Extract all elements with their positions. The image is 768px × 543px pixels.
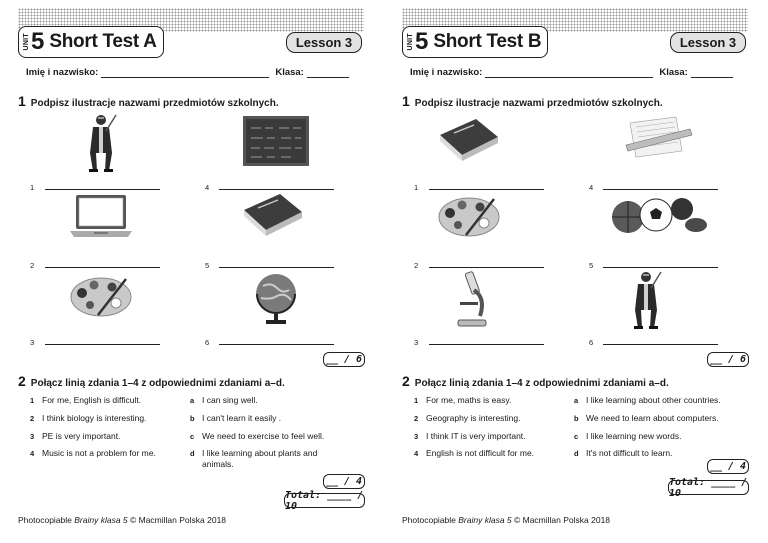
- exercise-2-heading: 2 Połącz linią zdania 1–4 z odpowiednimi…: [402, 373, 669, 389]
- item-number: 1: [414, 183, 419, 192]
- answer-line[interactable]: [45, 344, 160, 345]
- dictionary-book-icon: [440, 119, 498, 161]
- answer-line[interactable]: [429, 344, 544, 345]
- answer-line[interactable]: [429, 189, 544, 190]
- dictionary-book-icon: [244, 194, 302, 236]
- lesson-badge: Lesson 3: [286, 32, 362, 53]
- test-title: Short Test B: [433, 31, 542, 52]
- item-number: 4: [589, 183, 594, 192]
- answer-line[interactable]: [219, 189, 334, 190]
- exercise-1-score-box: __ / 6: [707, 352, 749, 367]
- globe-icon: [256, 274, 296, 324]
- class-field[interactable]: [690, 67, 733, 78]
- item-number: 5: [205, 261, 210, 270]
- test-a-page: UNIT 5 Short Test A Lesson 3 Imię i nazw…: [18, 8, 366, 525]
- item-number: 6: [589, 338, 594, 347]
- exercise-title: Połącz linią zdania 1–4 z odpowiednimi z…: [30, 378, 285, 389]
- answer-line[interactable]: [45, 189, 160, 190]
- class-label: Klasa:: [275, 67, 304, 78]
- copyright-footer: Photocopiable Brainy klasa 5 © Macmillan…: [18, 515, 227, 525]
- name-label: Imię i nazwisko:: [26, 67, 99, 78]
- laptop-icon: [70, 195, 132, 237]
- name-row: Imię i nazwisko: Klasa:: [410, 67, 750, 78]
- name-field[interactable]: [485, 67, 654, 78]
- exercise-number: 1: [18, 93, 26, 109]
- exercise-title: Podpisz ilustracje nazwami przedmiotów s…: [414, 98, 663, 109]
- unit-label: UNIT: [407, 33, 414, 51]
- unit-number: 5: [415, 28, 429, 55]
- answer-line[interactable]: [219, 267, 334, 268]
- item-number: 1: [30, 183, 35, 192]
- exercise-number: 1: [402, 93, 410, 109]
- total-score-box: Total: ____ / 10: [284, 489, 365, 512]
- name-row: Imię i nazwisko: Klasa:: [26, 67, 366, 78]
- total-score-box: Total: ____ / 10: [668, 476, 749, 499]
- class-label: Klasa:: [659, 67, 688, 78]
- knight-icon: [89, 114, 117, 172]
- class-field[interactable]: [306, 67, 349, 78]
- exercise-2-score-box: __ / 4: [323, 474, 365, 489]
- item-number: 3: [30, 338, 35, 347]
- exercise-1-heading: 1 Podpisz ilustracje nazwami przedmiotów…: [18, 93, 279, 109]
- answer-line[interactable]: [219, 344, 334, 345]
- exercise-number: 2: [18, 373, 26, 389]
- answer-line[interactable]: [603, 189, 718, 190]
- name-field[interactable]: [101, 67, 270, 78]
- test-title-box: UNIT 5 Short Test A: [18, 26, 164, 58]
- paint-palette-icon: [70, 277, 132, 317]
- item-number: 4: [205, 183, 210, 192]
- unit-label: UNIT: [23, 33, 30, 51]
- paint-palette-icon: [438, 197, 500, 237]
- exercise-2-score-box: __ / 4: [707, 459, 749, 474]
- answer-line[interactable]: [45, 267, 160, 268]
- ruler-paper-icon: [625, 116, 693, 158]
- copyright-footer: Photocopiable Brainy klasa 5 © Macmillan…: [402, 515, 611, 525]
- answer-line[interactable]: [603, 267, 718, 268]
- test-b-page: UNIT 5 Short Test B Lesson 3 Imię i nazw…: [384, 0, 768, 543]
- blackboard-icon: [243, 116, 309, 166]
- exercise-1-heading: 1 Podpisz ilustracje nazwami przedmiotów…: [402, 93, 663, 109]
- exercise-1-score-box: __ / 6: [323, 352, 365, 367]
- exercise-2-heading: 2 Połącz linią zdania 1–4 z odpowiednimi…: [18, 373, 285, 389]
- item-number: 6: [205, 338, 210, 347]
- exercise-title: Połącz linią zdania 1–4 z odpowiednimi z…: [414, 378, 669, 389]
- item-number: 2: [30, 261, 35, 270]
- item-number: 5: [589, 261, 594, 270]
- sports-balls-icon: [612, 198, 707, 233]
- test-title-box: UNIT 5 Short Test B: [402, 26, 548, 58]
- exercise-number: 2: [402, 373, 410, 389]
- microscope-icon: [457, 271, 487, 327]
- item-number: 2: [414, 261, 419, 270]
- test-title: Short Test A: [49, 31, 157, 52]
- name-label: Imię i nazwisko:: [410, 67, 483, 78]
- exercise-title: Podpisz ilustracje nazwami przedmiotów s…: [30, 98, 279, 109]
- answer-line[interactable]: [429, 267, 544, 268]
- item-number: 3: [414, 338, 419, 347]
- knight-icon: [634, 271, 662, 329]
- lesson-badge: Lesson 3: [670, 32, 746, 53]
- answer-line[interactable]: [603, 344, 718, 345]
- unit-number: 5: [31, 28, 45, 55]
